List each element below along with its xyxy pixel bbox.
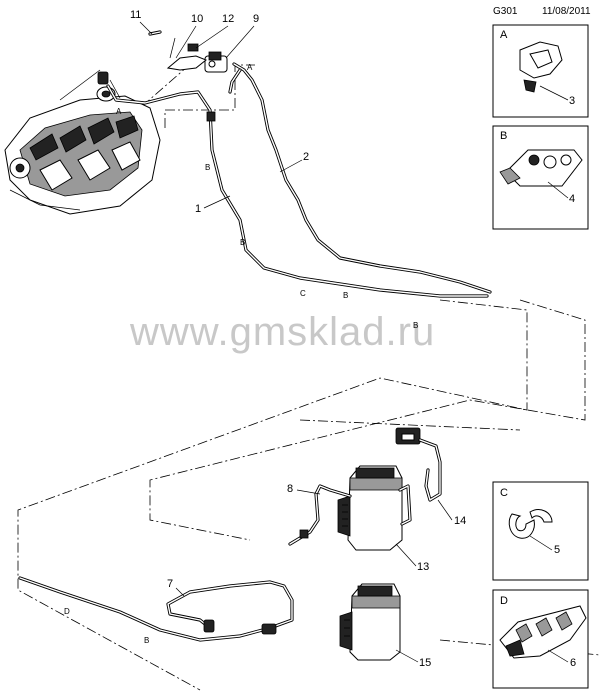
watermark: www.gmsklad.ru (129, 310, 435, 354)
callout-15: 15 (419, 657, 431, 669)
diagram-date: 11/08/2011 (542, 6, 591, 17)
callout-14: 14 (454, 515, 466, 527)
letter-a-valve: A (247, 63, 253, 72)
letter-b-right: B (343, 291, 348, 300)
letter-a-manifold: A (116, 107, 122, 116)
detail-b-part: 4 (569, 193, 575, 205)
detail-b-letter: B (500, 130, 507, 142)
diagram-code: G301 (493, 6, 518, 17)
callout-11: 11 (130, 9, 141, 21)
letter-b-lower: B (144, 636, 149, 645)
callout-2: 2 (303, 151, 309, 163)
detail-box-d: D 6 (492, 589, 589, 689)
letter-b-middle: B (240, 238, 245, 247)
callout-10: 10 (191, 13, 203, 25)
detail-a-letter: A (500, 29, 508, 41)
pipe-8 (288, 484, 352, 546)
purge-valve-assembly (148, 30, 228, 73)
callout-9: 9 (253, 13, 259, 25)
callout-7: 7 (167, 578, 173, 590)
callout-13: 13 (417, 561, 429, 573)
letter-b-upper: B (205, 163, 210, 172)
detail-a-part: 3 (569, 95, 575, 107)
letter-b-far-right: B (413, 321, 418, 330)
callouts: 11 10 12 9 1 2 8 7 13 14 15 (130, 9, 466, 669)
detail-box-b: B 4 (492, 125, 589, 230)
canister-15 (339, 583, 401, 661)
engine-intake-manifold (4, 69, 161, 215)
canister-13 (337, 465, 412, 551)
pipe-2 (228, 62, 492, 294)
letter-c-pipe: C (300, 289, 306, 298)
callout-12: 12 (222, 13, 234, 25)
letter-d-lower: D (64, 607, 70, 616)
callout-1: 1 (195, 203, 201, 215)
detail-box-a: A 3 (492, 24, 589, 118)
detail-d-letter: D (500, 595, 508, 607)
detail-c-part: 5 (554, 544, 560, 556)
callout-8: 8 (287, 483, 293, 495)
hose-14 (395, 427, 442, 502)
pipe-1 (106, 84, 489, 298)
section-letters: A A B B C B B D B (64, 63, 418, 645)
manifold-connector (96, 71, 116, 102)
pipe-7 (18, 576, 294, 642)
detail-box-c: C 5 (492, 481, 589, 581)
detail-d-part: 6 (570, 657, 576, 669)
detail-c-letter: C (500, 487, 508, 499)
